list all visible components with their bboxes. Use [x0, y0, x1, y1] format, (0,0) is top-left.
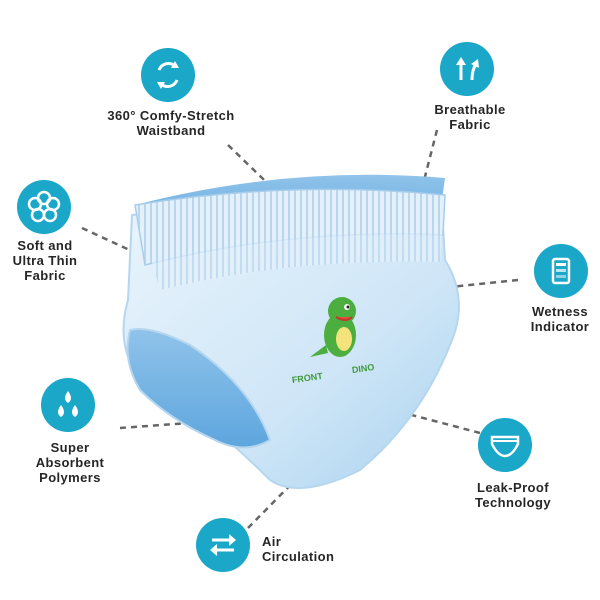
- dino-print: DINO: [351, 362, 375, 375]
- cotton-flower-icon: [17, 180, 71, 234]
- dino-mascot: [310, 297, 356, 357]
- water-drops-icon: [41, 378, 95, 432]
- front-print: FRONT: [291, 371, 324, 385]
- leader-wetness: [439, 278, 519, 290]
- exchange-arrows-icon: [196, 518, 250, 572]
- diaper-icon: [478, 418, 532, 472]
- rotate-arrows-icon: [141, 48, 195, 102]
- leg-opening: [126, 328, 272, 449]
- air-arrows-icon: [440, 42, 494, 96]
- wetness-indicator-icon: [534, 244, 588, 298]
